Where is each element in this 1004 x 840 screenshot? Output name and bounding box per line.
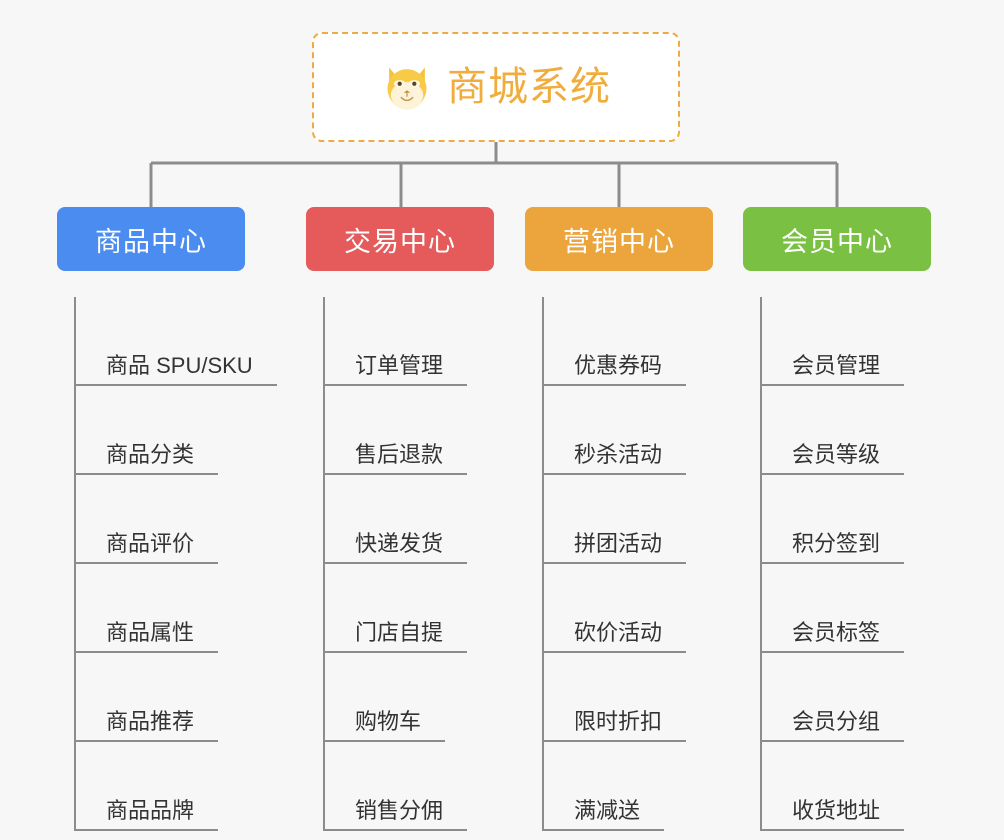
list-item[interactable]: 拼团活动 <box>544 475 713 564</box>
list-item[interactable]: 会员分组 <box>762 653 931 742</box>
leaf-label: 积分签到 <box>762 531 905 564</box>
category-header-member-center[interactable]: 会员中心 <box>743 207 931 271</box>
list-item[interactable]: 积分签到 <box>762 475 931 564</box>
list-item[interactable]: 销售分佣 <box>325 742 494 831</box>
list-item[interactable]: 优惠券码 <box>544 297 713 386</box>
leaf-label: 购物车 <box>325 709 446 742</box>
leaf-label: 优惠券码 <box>544 353 687 386</box>
leaf-label: 会员分组 <box>762 709 905 742</box>
leaf-label: 会员标签 <box>762 620 905 653</box>
leaf-label: 限时折扣 <box>544 709 687 742</box>
dog-face-icon <box>387 67 427 110</box>
category-label: 商品中心 <box>95 226 207 257</box>
leaf-label: 满减送 <box>544 798 665 831</box>
list-item[interactable]: 砍价活动 <box>544 564 713 653</box>
leaf-label: 商品评价 <box>76 531 219 564</box>
leaf-list-product-center: 商品 SPU/SKU 商品分类 商品评价 商品属性 商品推荐 商品品牌 <box>74 297 277 831</box>
list-item[interactable]: 订单管理 <box>325 297 494 386</box>
leaf-label: 商品分类 <box>76 442 219 475</box>
column-product-center: 商品中心 商品 SPU/SKU 商品分类 商品评价 商品属性 商品推荐 商品品牌 <box>57 207 277 831</box>
list-item[interactable]: 秒杀活动 <box>544 386 713 475</box>
list-item[interactable]: 商品推荐 <box>76 653 277 742</box>
leaf-label: 会员管理 <box>762 353 905 386</box>
leaf-label: 收货地址 <box>762 798 905 831</box>
list-item[interactable]: 快递发货 <box>325 475 494 564</box>
list-item[interactable]: 会员管理 <box>762 297 931 386</box>
list-item[interactable]: 会员等级 <box>762 386 931 475</box>
column-marketing-center: 营销中心 优惠券码 秒杀活动 拼团活动 砍价活动 限时折扣 满减送 <box>525 207 713 831</box>
leaf-label: 砍价活动 <box>544 620 687 653</box>
leaf-label: 商品推荐 <box>76 709 219 742</box>
column-member-center: 会员中心 会员管理 会员等级 积分签到 会员标签 会员分组 收货地址 <box>743 207 931 831</box>
leaf-label: 门店自提 <box>325 620 468 653</box>
leaf-label: 会员等级 <box>762 442 905 475</box>
leaf-label: 快递发货 <box>325 531 468 564</box>
list-item[interactable]: 售后退款 <box>325 386 494 475</box>
category-header-product-center[interactable]: 商品中心 <box>57 207 245 271</box>
leaf-list-marketing-center: 优惠券码 秒杀活动 拼团活动 砍价活动 限时折扣 满减送 <box>542 297 713 831</box>
category-header-trade-center[interactable]: 交易中心 <box>306 207 494 271</box>
category-label: 交易中心 <box>344 226 456 257</box>
list-item[interactable]: 会员标签 <box>762 564 931 653</box>
leaf-label: 商品品牌 <box>76 798 219 831</box>
leaf-label: 订单管理 <box>325 353 468 386</box>
leaf-label: 销售分佣 <box>325 798 468 831</box>
category-header-marketing-center[interactable]: 营销中心 <box>525 207 713 271</box>
leaf-label: 拼团活动 <box>544 531 687 564</box>
category-label: 营销中心 <box>563 226 675 257</box>
leaf-label: 秒杀活动 <box>544 442 687 475</box>
list-item[interactable]: 限时折扣 <box>544 653 713 742</box>
list-item[interactable]: 商品品牌 <box>76 742 277 831</box>
list-item[interactable]: 商品 SPU/SKU <box>76 297 277 386</box>
leaf-label: 商品 SPU/SKU <box>76 353 277 386</box>
column-trade-center: 交易中心 订单管理 售后退款 快递发货 门店自提 购物车 销售分佣 <box>306 207 494 831</box>
leaf-list-trade-center: 订单管理 售后退款 快递发货 门店自提 购物车 销售分佣 <box>323 297 494 831</box>
root-title: 商城系统 <box>447 65 611 109</box>
list-item[interactable]: 商品属性 <box>76 564 277 653</box>
leaf-label: 售后退款 <box>325 442 468 475</box>
leaf-label: 商品属性 <box>76 620 219 653</box>
list-item[interactable]: 商品评价 <box>76 475 277 564</box>
list-item[interactable]: 商品分类 <box>76 386 277 475</box>
list-item[interactable]: 购物车 <box>325 653 494 742</box>
list-item[interactable]: 门店自提 <box>325 564 494 653</box>
leaf-list-member-center: 会员管理 会员等级 积分签到 会员标签 会员分组 收货地址 <box>760 297 931 831</box>
list-item[interactable]: 满减送 <box>544 742 713 831</box>
root-node[interactable]: 商城系统 <box>312 32 680 142</box>
category-label: 会员中心 <box>781 226 893 257</box>
list-item[interactable]: 收货地址 <box>762 742 931 831</box>
